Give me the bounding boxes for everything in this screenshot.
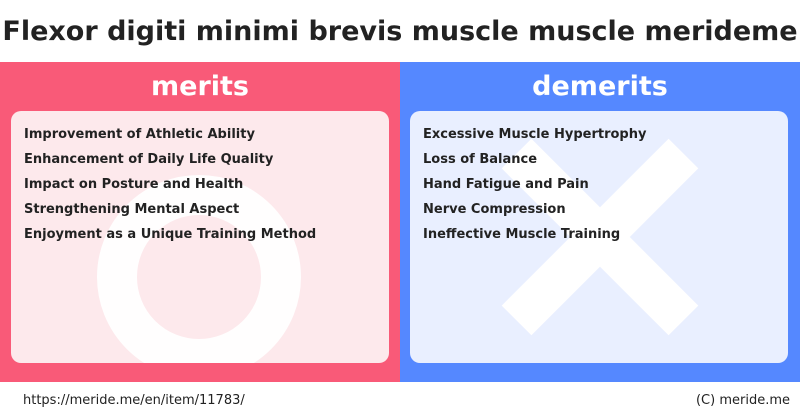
- source-url[interactable]: https://meride.me/en/item/11783/: [23, 392, 245, 408]
- list-item: Improvement of Athletic Ability: [24, 127, 255, 142]
- list-item: Hand Fatigue and Pain: [423, 177, 589, 192]
- list-item: Nerve Compression: [423, 202, 566, 217]
- list-item: Excessive Muscle Hypertrophy: [423, 127, 647, 142]
- demerits-list: Excessive Muscle Hypertrophy Loss of Bal…: [423, 125, 646, 250]
- demerits-box: Excessive Muscle Hypertrophy Loss of Bal…: [410, 111, 788, 363]
- list-item: Enjoyment as a Unique Training Method: [24, 227, 317, 242]
- list-item: Loss of Balance: [423, 152, 538, 167]
- merits-header: merits: [151, 70, 249, 102]
- list-item: Strengthening Mental Aspect: [24, 202, 240, 217]
- footer: https://meride.me/en/item/11783/ (C) mer…: [0, 382, 800, 418]
- list-item: Ineffective Muscle Training: [423, 227, 621, 242]
- list-item: Enhancement of Daily Life Quality: [24, 152, 274, 167]
- copyright: (C) meride.me: [695, 392, 790, 408]
- demerits-header: demerits: [532, 70, 668, 102]
- merits-list: Improvement of Athletic Ability Enhancem…: [24, 125, 316, 250]
- list-item: Impact on Posture and Health: [24, 177, 244, 192]
- merits-panel: merits Improvement of Athletic Ability E…: [0, 62, 400, 382]
- demerits-panel: demerits Excessive Muscle Hypertrophy Lo…: [400, 62, 800, 382]
- merits-box: Improvement of Athletic Ability Enhancem…: [11, 111, 389, 363]
- page-title: Flexor digiti minimi brevis muscle muscl…: [2, 15, 798, 47]
